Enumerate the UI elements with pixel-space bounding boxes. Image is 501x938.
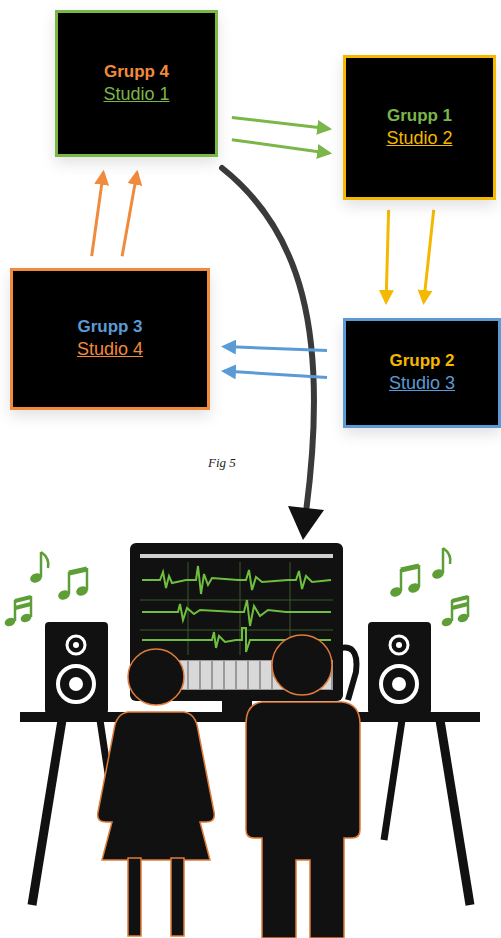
flow-arrow (232, 117, 329, 128)
desk-leg (384, 720, 402, 840)
group-name: Grupp 1 (387, 105, 452, 127)
studio-box: Grupp 4Studio 1 (55, 10, 218, 157)
woman-figure (98, 649, 215, 936)
speaker (368, 622, 431, 714)
group-name: Grupp 3 (77, 316, 142, 338)
flow-arrow (224, 371, 327, 377)
desk-leg (32, 720, 62, 905)
music-note (3, 548, 469, 628)
flow-arrow (224, 347, 327, 351)
studio-name: Studio 4 (77, 338, 143, 361)
man-figure (246, 635, 360, 938)
studio-name: Studio 3 (389, 372, 455, 395)
studio-name: Studio 1 (103, 83, 169, 106)
flow-curve-head (288, 506, 324, 540)
studio-name: Studio 2 (386, 127, 452, 150)
flow-arrow (122, 173, 137, 256)
studio-box: Grupp 2Studio 3 (343, 318, 501, 428)
group-name: Grupp 4 (104, 61, 169, 83)
studio-box: Grupp 3Studio 4 (10, 268, 210, 410)
studio-box: Grupp 1Studio 2 (343, 55, 496, 200)
flow-arrow (386, 210, 389, 302)
figure-caption: Fig 5 (208, 455, 236, 471)
desk-leg (440, 720, 470, 905)
group-name: Grupp 2 (389, 350, 454, 372)
speaker (45, 622, 108, 714)
flow-arrow (232, 140, 329, 153)
flow-arrow (92, 173, 104, 256)
flow-arrow (424, 210, 434, 302)
